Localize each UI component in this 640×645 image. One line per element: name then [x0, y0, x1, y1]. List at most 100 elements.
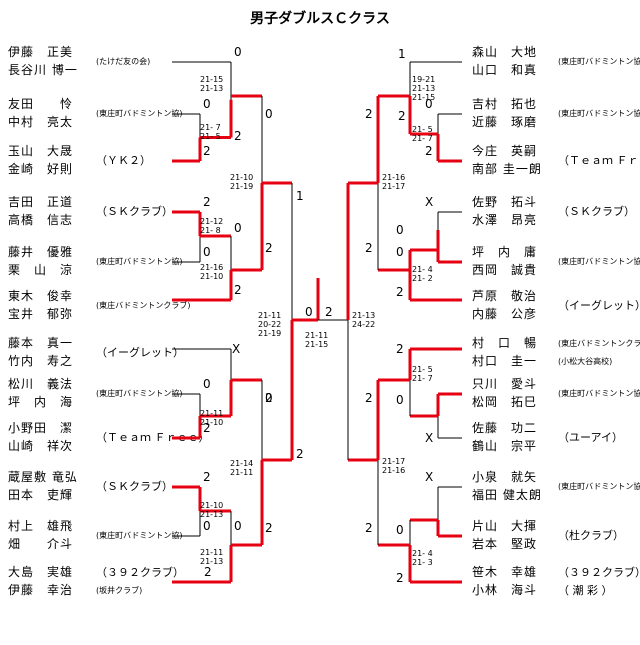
- set-scores: 21- 5: [412, 365, 433, 374]
- set-scores: 21- 7: [200, 123, 221, 132]
- right-player-name: 坪 内 庸: [472, 245, 538, 259]
- right-player-name: 水澤 昂亮: [472, 213, 538, 227]
- right-player-name: 佐野 拓斗: [472, 195, 538, 209]
- match-score: 0: [396, 223, 404, 237]
- right-club-name: (東庄町バドミントン協): [558, 482, 640, 491]
- right-player-name: 近藤 琢磨: [472, 115, 538, 129]
- match-score: 2: [234, 283, 242, 297]
- set-scores: 21-13: [200, 510, 223, 519]
- match-score: 2: [425, 144, 433, 158]
- right-club-name: （Ｔｅａｍ Ｆｒｅｅ）: [558, 154, 640, 167]
- set-scores: 21-10: [200, 418, 223, 427]
- match-score: 2: [234, 129, 242, 143]
- set-scores: 21- 3: [412, 558, 433, 567]
- set-scores: 21-11: [230, 468, 253, 477]
- right-player-name: 小泉 就矢: [472, 470, 538, 484]
- right-player-name: 小林 海斗: [472, 583, 538, 597]
- left-player-name: 宝井 郁弥: [8, 307, 74, 321]
- set-scores: 21-16: [200, 263, 223, 272]
- set-scores: 20-22: [258, 320, 281, 329]
- left-player-name: 村上 雄飛: [8, 519, 74, 533]
- match-score: 2: [203, 470, 211, 484]
- left-club-name: (東庄町バドミントン協): [96, 389, 183, 398]
- set-scores: 21-10: [230, 173, 253, 182]
- left-player-name: 伊藤 幸治: [8, 583, 74, 597]
- right-club-name: (小松大谷高校): [558, 357, 613, 366]
- right-club-name: （杜クラブ）: [558, 529, 624, 542]
- right-club-name: (東庄バドミントンクラブ): [558, 339, 640, 348]
- match-score: 0: [265, 107, 273, 121]
- match-score: 0: [396, 245, 404, 259]
- left-player-name: 藤井 優雅: [8, 245, 74, 259]
- left-player-name: 大島 実雄: [8, 565, 74, 579]
- set-scores: 21-13: [352, 311, 375, 320]
- right-player-name: 村口 圭一: [472, 354, 538, 368]
- match-score: X: [425, 431, 433, 445]
- right-club-name: （イーグレット）: [558, 299, 640, 312]
- left-player-name: 金崎 好則: [8, 162, 74, 176]
- left-club-name: （３９２クラブ）: [96, 566, 184, 579]
- match-score: 0: [265, 391, 273, 405]
- left-player-name: 松川 義法: [8, 377, 74, 391]
- left-club-name: (東庄町バドミントン協): [96, 257, 183, 266]
- set-scores: 21- 8: [200, 226, 221, 235]
- left-player-name: 高橋 信志: [8, 213, 74, 227]
- match-score: 0: [396, 393, 404, 407]
- match-score: 0: [203, 245, 211, 259]
- set-scores: 21- 2: [412, 274, 433, 283]
- left-club-name: (東庄バドミントンクラブ): [96, 301, 191, 310]
- match-score: 1: [296, 189, 304, 203]
- match-score: 2: [265, 241, 273, 255]
- match-score: 2: [396, 285, 404, 299]
- set-scores: 21- 5: [200, 132, 221, 141]
- match-score: 2: [204, 565, 212, 579]
- left-player-name: 伊藤 正美: [8, 45, 74, 59]
- right-player-name: 岩本 堅政: [472, 537, 538, 551]
- match-score: 2: [396, 342, 404, 356]
- set-scores: 21-11: [200, 548, 223, 557]
- right-player-name: 村 口 暢: [472, 336, 538, 350]
- page-title: 男子ダブルスＣクラス: [250, 11, 390, 27]
- set-scores: 21-14: [230, 459, 253, 468]
- right-player-name: 今庄 英嗣: [472, 144, 538, 158]
- right-player-name: 只川 愛斗: [472, 377, 538, 391]
- left-club-name: （ＹＫ２）: [96, 154, 151, 167]
- left-club-name: (東庄町バドミントン協): [96, 531, 183, 540]
- set-scores: 21-19: [258, 329, 281, 338]
- left-player-name: 田本 吏輝: [8, 488, 74, 502]
- right-club-name: (東庄町バドミントン協): [558, 257, 640, 266]
- left-player-name: 玉山 大晟: [8, 144, 74, 158]
- right-player-name: 山口 和真: [472, 63, 538, 77]
- match-score: 2: [396, 571, 404, 585]
- left-club-name: （ＳＫクラブ）: [96, 205, 173, 218]
- match-score: 2: [365, 391, 373, 405]
- left-club-name: （Ｔｅａｍ Ｆｒｅｅ）: [96, 431, 210, 444]
- set-scores: 21- 4: [412, 265, 433, 274]
- match-score: 2: [203, 421, 211, 435]
- right-player-name: 笹木 幸雄: [472, 565, 538, 579]
- right-player-name: 森山 大地: [472, 45, 538, 59]
- left-player-name: 竹内 寿之: [8, 354, 74, 368]
- match-score: 2: [265, 521, 273, 535]
- match-score: 0: [203, 377, 211, 391]
- match-score: 2: [365, 107, 373, 121]
- set-scores: 21-10: [200, 501, 223, 510]
- right-club-name: （ＳＫクラブ）: [558, 205, 635, 218]
- match-score: X: [425, 470, 433, 484]
- match-score: 2: [296, 447, 304, 461]
- right-player-name: 内藤 公彦: [472, 307, 538, 321]
- match-score: 0: [234, 519, 242, 533]
- right-player-name: 鶴山 宗平: [472, 439, 538, 453]
- right-club-name: （ユーアイ）: [558, 431, 624, 444]
- set-scores: 19-21: [412, 75, 435, 84]
- set-scores: 21- 4: [412, 549, 433, 558]
- left-club-name: (東庄町バドミントン協): [96, 109, 183, 118]
- set-scores: 21-13: [200, 557, 223, 566]
- set-scores: 21-11: [258, 311, 281, 320]
- right-player-name: 片山 大揮: [472, 519, 538, 533]
- match-score: 0: [396, 523, 404, 537]
- left-player-name: 東木 俊幸: [8, 289, 74, 303]
- set-scores: 21-11: [305, 331, 328, 340]
- right-player-name: 松岡 拓巳: [472, 395, 538, 409]
